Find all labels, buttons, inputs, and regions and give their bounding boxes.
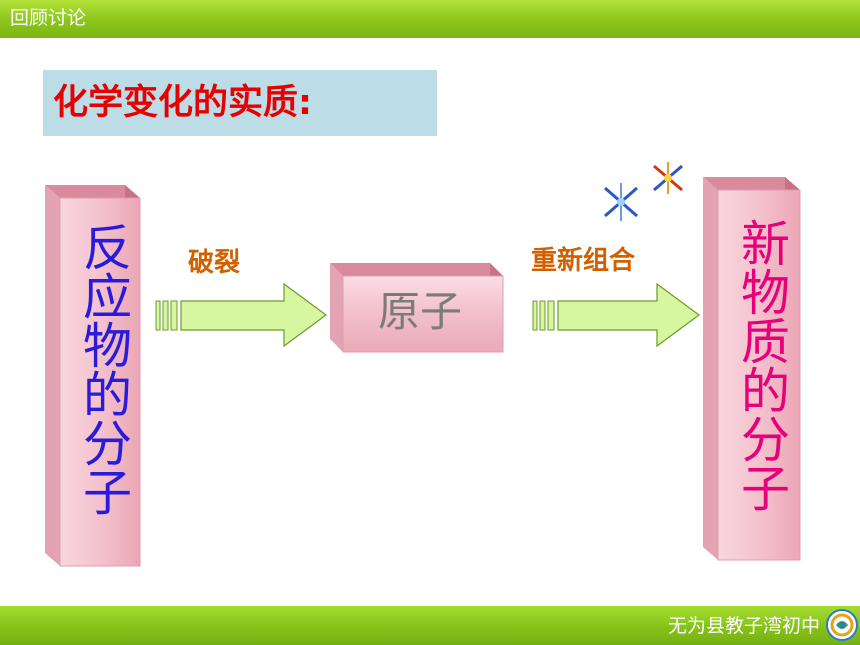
school-name: 无为县教子湾初中 [667, 615, 820, 637]
star-sparkle-icon [653, 162, 683, 194]
atom-box [330, 263, 504, 353]
recombine-arrow [532, 282, 701, 348]
slide-heading-box: 化学变化的实质: [43, 70, 437, 136]
product-box [703, 177, 801, 561]
reactant-label: 反应物的分子 [75, 222, 132, 516]
header-title: 回顾讨论 [10, 7, 87, 29]
school-logo-icon [826, 609, 858, 641]
footer-bar: 无为县教子湾初中 [0, 606, 860, 645]
slide-heading: 化学变化的实质: [53, 83, 312, 123]
atom-label: 原子 [377, 287, 462, 336]
header-bar: 回顾讨论 [0, 0, 860, 38]
recombine-label: 重新组合 [531, 246, 636, 276]
product-label: 新物质的分子 [733, 218, 790, 512]
break-arrow [155, 282, 328, 348]
star-sparkle-icon [604, 183, 638, 221]
break-label: 破裂 [188, 248, 241, 278]
reactant-box [45, 185, 141, 567]
